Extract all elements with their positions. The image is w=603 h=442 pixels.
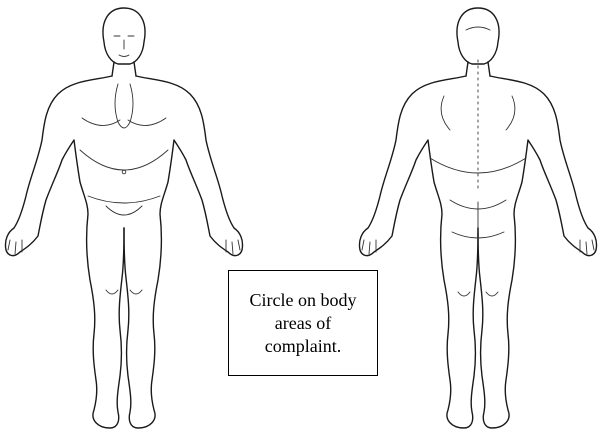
front-body-outline[interactable] [5, 8, 242, 428]
instruction-text: Circle on body areas of complaint. [244, 289, 362, 358]
back-body-outline[interactable] [359, 8, 596, 428]
instruction-box: Circle on body areas of complaint. [228, 270, 378, 376]
